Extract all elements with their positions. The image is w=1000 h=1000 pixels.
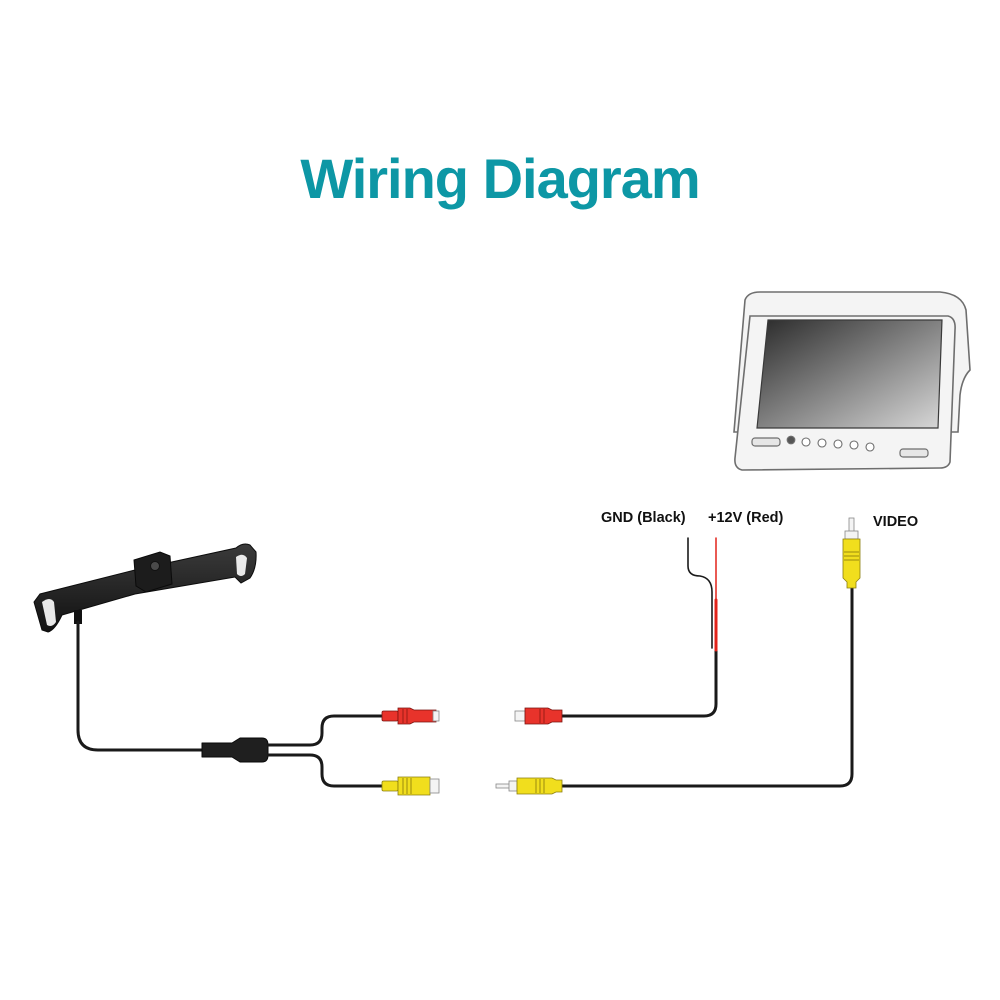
monitor-speaker-left bbox=[751, 437, 781, 447]
cable-splitter bbox=[201, 737, 269, 763]
power-wire-label: +12V (Red) bbox=[708, 510, 784, 526]
camera-cable bbox=[76, 620, 207, 752]
monitor-video-connector bbox=[495, 777, 563, 795]
mount-slot bbox=[236, 554, 247, 576]
cable-exit bbox=[74, 610, 82, 624]
monitor-button-icon bbox=[849, 440, 859, 450]
black-gnd-wire bbox=[687, 537, 713, 649]
cables bbox=[76, 537, 854, 788]
license-plate-camera bbox=[33, 543, 257, 633]
monitor-power-connector bbox=[514, 707, 563, 725]
video-branch-cable bbox=[266, 753, 386, 788]
mount-slot bbox=[42, 599, 56, 626]
diagram-title: Wiring Diagram bbox=[300, 147, 700, 210]
monitor-button-icon bbox=[817, 438, 827, 448]
monitor-button-icon bbox=[801, 437, 811, 447]
gnd-wire-label: GND (Black) bbox=[601, 510, 686, 526]
video-wire-label: VIDEO bbox=[873, 514, 919, 530]
camera-lens-icon bbox=[150, 561, 160, 571]
monitor-video-cable bbox=[558, 583, 854, 788]
camera-power-connector bbox=[381, 707, 440, 725]
power-branch-cable bbox=[266, 714, 386, 747]
monitor-button-icon bbox=[833, 439, 843, 449]
monitor-power-cable bbox=[560, 646, 718, 718]
monitor bbox=[733, 291, 971, 471]
monitor-screen bbox=[756, 319, 943, 429]
monitor-button-icon bbox=[786, 435, 796, 445]
monitor-button-icon bbox=[865, 442, 875, 452]
camera-video-connector bbox=[381, 776, 440, 796]
camera-head bbox=[133, 551, 173, 593]
monitor-speaker-right bbox=[899, 448, 929, 458]
monitor-video-input-connector bbox=[842, 517, 861, 589]
